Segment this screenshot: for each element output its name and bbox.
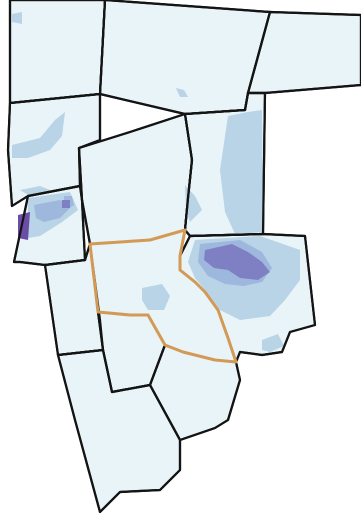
county-top-left[interactable] bbox=[8, 0, 107, 105]
shade-region bbox=[262, 334, 284, 352]
value-shading-layer bbox=[12, 12, 300, 352]
shade-region bbox=[204, 244, 270, 280]
county-border bbox=[246, 10, 361, 95]
shade-region bbox=[142, 284, 170, 310]
highlighted-county-outline bbox=[88, 228, 238, 364]
shade-region bbox=[220, 110, 263, 234]
shade-region bbox=[12, 112, 65, 158]
shade-region bbox=[176, 88, 188, 97]
shade-region bbox=[12, 12, 22, 24]
shade-region bbox=[62, 200, 70, 208]
shade-region bbox=[20, 186, 50, 196]
county-border bbox=[56, 348, 182, 514]
